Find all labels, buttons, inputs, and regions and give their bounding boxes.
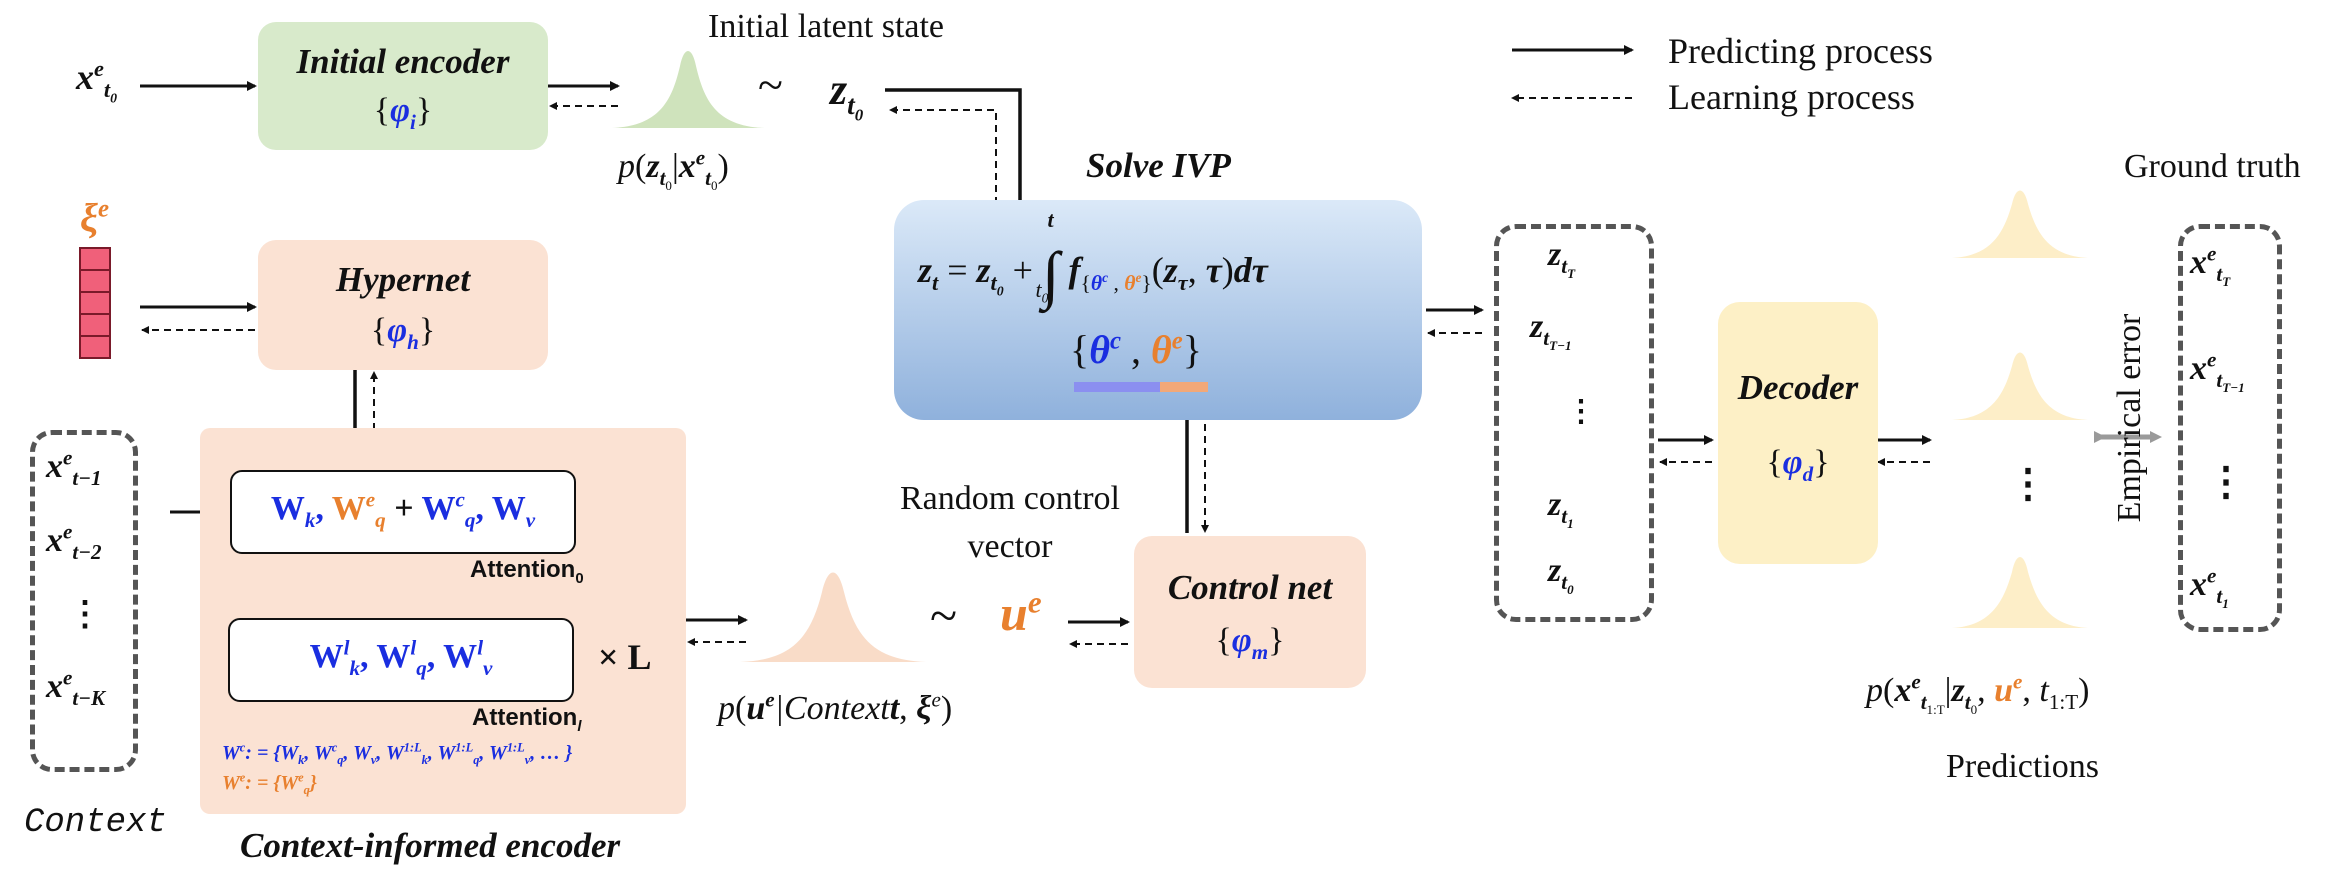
- solve-ivp-title: Solve IVP: [1086, 146, 1231, 185]
- attention0-box: Wk, Weq + Wcq, Wv: [230, 470, 576, 554]
- attentionl-box: Wlk, Wlq, Wlv: [228, 618, 574, 702]
- initial-encoder-box: Initial encoder {φi}: [258, 22, 548, 150]
- latent-item-T-1: ztT−1: [1530, 308, 1572, 353]
- decoder-params: {φd}: [1766, 444, 1830, 486]
- control-vector-prior: p(ue|Contextt, ξe): [718, 687, 953, 727]
- truth-item-T: xetT: [2190, 241, 2231, 289]
- latent-item-1: zt1: [1548, 486, 1574, 531]
- context-ellipsis: ⋮: [68, 596, 102, 633]
- tilde-sign-1: ~: [758, 59, 783, 110]
- decoder-title: Decoder: [1737, 368, 1859, 407]
- random-control-label-1: Random control: [899, 480, 1121, 517]
- latent-trajectory-list: [1494, 224, 1654, 622]
- hypernet-params: {φh}: [370, 312, 436, 354]
- ground-truth-label: Ground truth: [2124, 148, 2301, 185]
- initial-latent-state-label: Initial latent state: [708, 8, 945, 45]
- hypernet-title: Hypernet: [335, 260, 471, 299]
- latent-item-T: ztT: [1548, 236, 1576, 281]
- hypernet-box: Hypernet {φh}: [258, 240, 548, 370]
- truth-item-T-1: xetT−1: [2190, 347, 2245, 395]
- prediction-ellipsis: ⋮: [2008, 461, 2048, 506]
- wc-definition: Wc: = {Wk, Wcq, Wv, W1:Lk, W1:Lq, W1:Lv,…: [222, 740, 573, 767]
- legend-learning-label: Learning process: [1668, 77, 1915, 117]
- control-net-box: Control net {φm}: [1134, 536, 1366, 688]
- prediction-dist-2: [1952, 352, 2088, 420]
- initial-encoder-params: {φi}: [373, 92, 433, 134]
- attention0-params: Wk, Weq + Wcq, Wv: [270, 487, 536, 532]
- ground-truth-list: [2178, 224, 2282, 632]
- env-param-bar: [1160, 382, 1208, 392]
- context-caption: Context: [24, 804, 167, 842]
- latent-item-0: zt0: [1548, 552, 1574, 597]
- tilde-sign-2: ~: [930, 587, 958, 643]
- attentionl-params: Wlk, Wlq, Wlv: [309, 635, 493, 680]
- legend-predicting-label: Predicting process: [1668, 31, 1933, 71]
- context-encoder-title: Context-informed encoder: [240, 826, 621, 865]
- empirical-error-label: Empirical error: [2111, 313, 2148, 523]
- control-vector-distribution: [740, 572, 926, 662]
- control-net-params: {φm}: [1215, 622, 1285, 664]
- initial-latent-distribution: [612, 51, 764, 128]
- truth-ellipsis: ⋮: [2206, 459, 2246, 504]
- shared-param-bar: [1074, 382, 1160, 392]
- arrow-z0-ivp: [885, 88, 1025, 245]
- latent-ellipsis: ⋮: [1566, 395, 1596, 428]
- initial-observation: xet0: [76, 56, 118, 106]
- context-item-k: xet−K: [46, 665, 106, 710]
- context-list: [30, 430, 138, 772]
- env-code-vector: [79, 247, 111, 359]
- truth-item-1: xet1: [2190, 563, 2229, 611]
- ivp-params: {θc , θe}: [1070, 327, 1202, 372]
- prediction-dist-1: [1952, 190, 2088, 258]
- prediction-dist-3: [1952, 557, 2088, 628]
- initial-encoder-title: Initial encoder: [296, 42, 510, 81]
- context-item-2: xet−2: [46, 519, 102, 564]
- layer-count-label: × L: [598, 637, 652, 677]
- predictions-label: Predictions: [1946, 748, 2099, 785]
- attention0-label: Attention0: [470, 556, 584, 587]
- control-net-title: Control net: [1167, 568, 1333, 607]
- random-control-label-2: vector: [967, 528, 1053, 565]
- attentionl-label: Attentionl: [472, 704, 582, 735]
- decoder-box: Decoder {φd}: [1718, 302, 1878, 564]
- control-vector-u: ue: [1000, 584, 1042, 641]
- initial-latent-z: zt0: [830, 65, 864, 125]
- initial-latent-posterior: p(zt0|xet0): [618, 145, 729, 193]
- prediction-likelihood: p(xet1:T|zt0, ue, t1:T): [1866, 669, 2090, 717]
- env-code-label: ξe: [80, 195, 109, 240]
- we-definition: We: = {Weq}: [222, 770, 317, 797]
- context-item-1: xet−1: [46, 445, 102, 490]
